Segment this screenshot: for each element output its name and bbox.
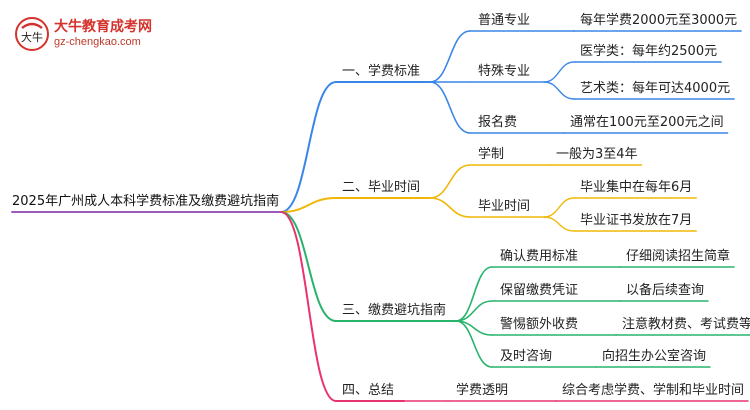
link-branch-child-2-3: [455, 320, 493, 368]
link-child-leaf-0-1-1: [543, 81, 575, 100]
leaf-consider-overall: 综合考虑学费、学制和毕业时间: [562, 383, 745, 398]
link-root-branch-2: [280, 211, 337, 322]
bull-logo-icon: 大牛: [15, 17, 49, 51]
leaf-study-length: 一般为3至4年: [556, 147, 638, 162]
leaf-art-fee: 艺术类：每年可达4000元: [580, 81, 731, 96]
logo-mark-text: 大牛: [21, 30, 43, 44]
branch-graduation-time: 二、毕业时间: [342, 180, 421, 195]
node-study-length: 学制: [478, 147, 505, 162]
link-child-leaf-0-1-0: [543, 61, 575, 83]
logo-url: gz-chengkao.com: [54, 36, 141, 48]
node-transparent-fee: 学费透明: [456, 383, 509, 398]
node-consult-timely: 及时咨询: [500, 349, 553, 364]
leaf-textbook-exam-fees: 注意教材费、考试费等: [622, 317, 750, 332]
link-branch-child-2-0: [455, 266, 493, 322]
leaf-registration-fee: 通常在100元至200元之间: [570, 115, 724, 130]
node-graduation-time: 毕业时间: [478, 199, 531, 214]
node-registration-fee: 报名费: [478, 115, 518, 130]
site-logo: 大牛 大牛教育成考网 gz-chengkao.com: [14, 14, 164, 56]
branch-fee-standard: 一、学费标准: [342, 64, 421, 79]
node-regular-major: 普通专业: [478, 13, 531, 28]
leaf-medical-fee: 医学类：每年约2500元: [580, 44, 718, 59]
link-root-branch-0: [280, 81, 337, 213]
link-child-leaf-1-1-1: [543, 216, 575, 232]
leaf-consult-office: 向招生办公室咨询: [602, 349, 707, 364]
branch-summary: 四、总结: [342, 383, 395, 398]
logo-title: 大牛教育成考网: [54, 19, 152, 35]
link-branch-child-2-1: [455, 300, 493, 322]
leaf-read-brochure: 仔细阅读招生简章: [626, 249, 731, 264]
link-branch-child-0-0: [429, 30, 471, 83]
link-branch-child-1-1: [429, 197, 471, 218]
node-keep-receipt: 保留缴费凭证: [500, 283, 579, 298]
leaf-regular-fee: 每年学费2000元至3000元: [580, 13, 738, 28]
link-branch-child-1-0: [429, 164, 471, 199]
link-root-branch-3: [280, 211, 337, 402]
link-child-leaf-1-1-0: [543, 197, 575, 218]
leaf-for-reference: 以备后续查询: [626, 283, 705, 298]
leaf-graduation-june: 毕业集中在每年6月: [580, 180, 693, 195]
link-root-branch-1: [280, 197, 337, 213]
root-topic: 2025年广州成人本科学费标准及缴费避坑指南: [12, 194, 280, 209]
link-branch-child-0-2: [429, 81, 471, 134]
leaf-certificate-july: 毕业证书发放在7月: [580, 213, 693, 228]
node-extra-charges: 警惕额外收费: [500, 317, 579, 332]
branch-payment-tips: 三、缴费避坑指南: [342, 303, 447, 318]
node-confirm-fee: 确认费用标准: [500, 249, 579, 264]
node-special-major: 特殊专业: [478, 64, 531, 79]
